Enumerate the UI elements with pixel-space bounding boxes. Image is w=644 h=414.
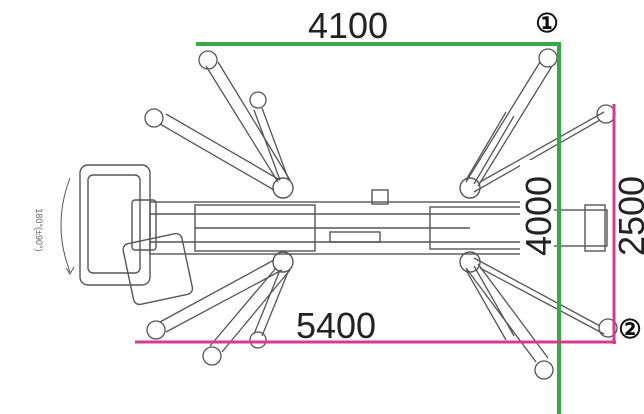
magenta-dimension-lines bbox=[135, 104, 616, 344]
machine-drawing bbox=[60, 48, 618, 380]
leg-hubs bbox=[272, 177, 481, 273]
dimension-label-4100: 4100 bbox=[308, 5, 388, 46]
label-4000-backing bbox=[520, 160, 554, 270]
marker-point-1: ① bbox=[535, 8, 558, 38]
outrigger-legs bbox=[144, 48, 618, 380]
dimension-label-4000: 4000 bbox=[518, 176, 559, 256]
dimension-label-2500: 2500 bbox=[611, 176, 644, 256]
platform-basket bbox=[79, 164, 194, 306]
green-dimension-lines bbox=[196, 42, 561, 414]
marker-point-2: ② bbox=[618, 314, 641, 344]
dimension-label-5400: 5400 bbox=[296, 305, 376, 346]
rotation-arrow bbox=[60, 177, 71, 273]
rotation-label: 180°(±90°) bbox=[34, 208, 44, 251]
